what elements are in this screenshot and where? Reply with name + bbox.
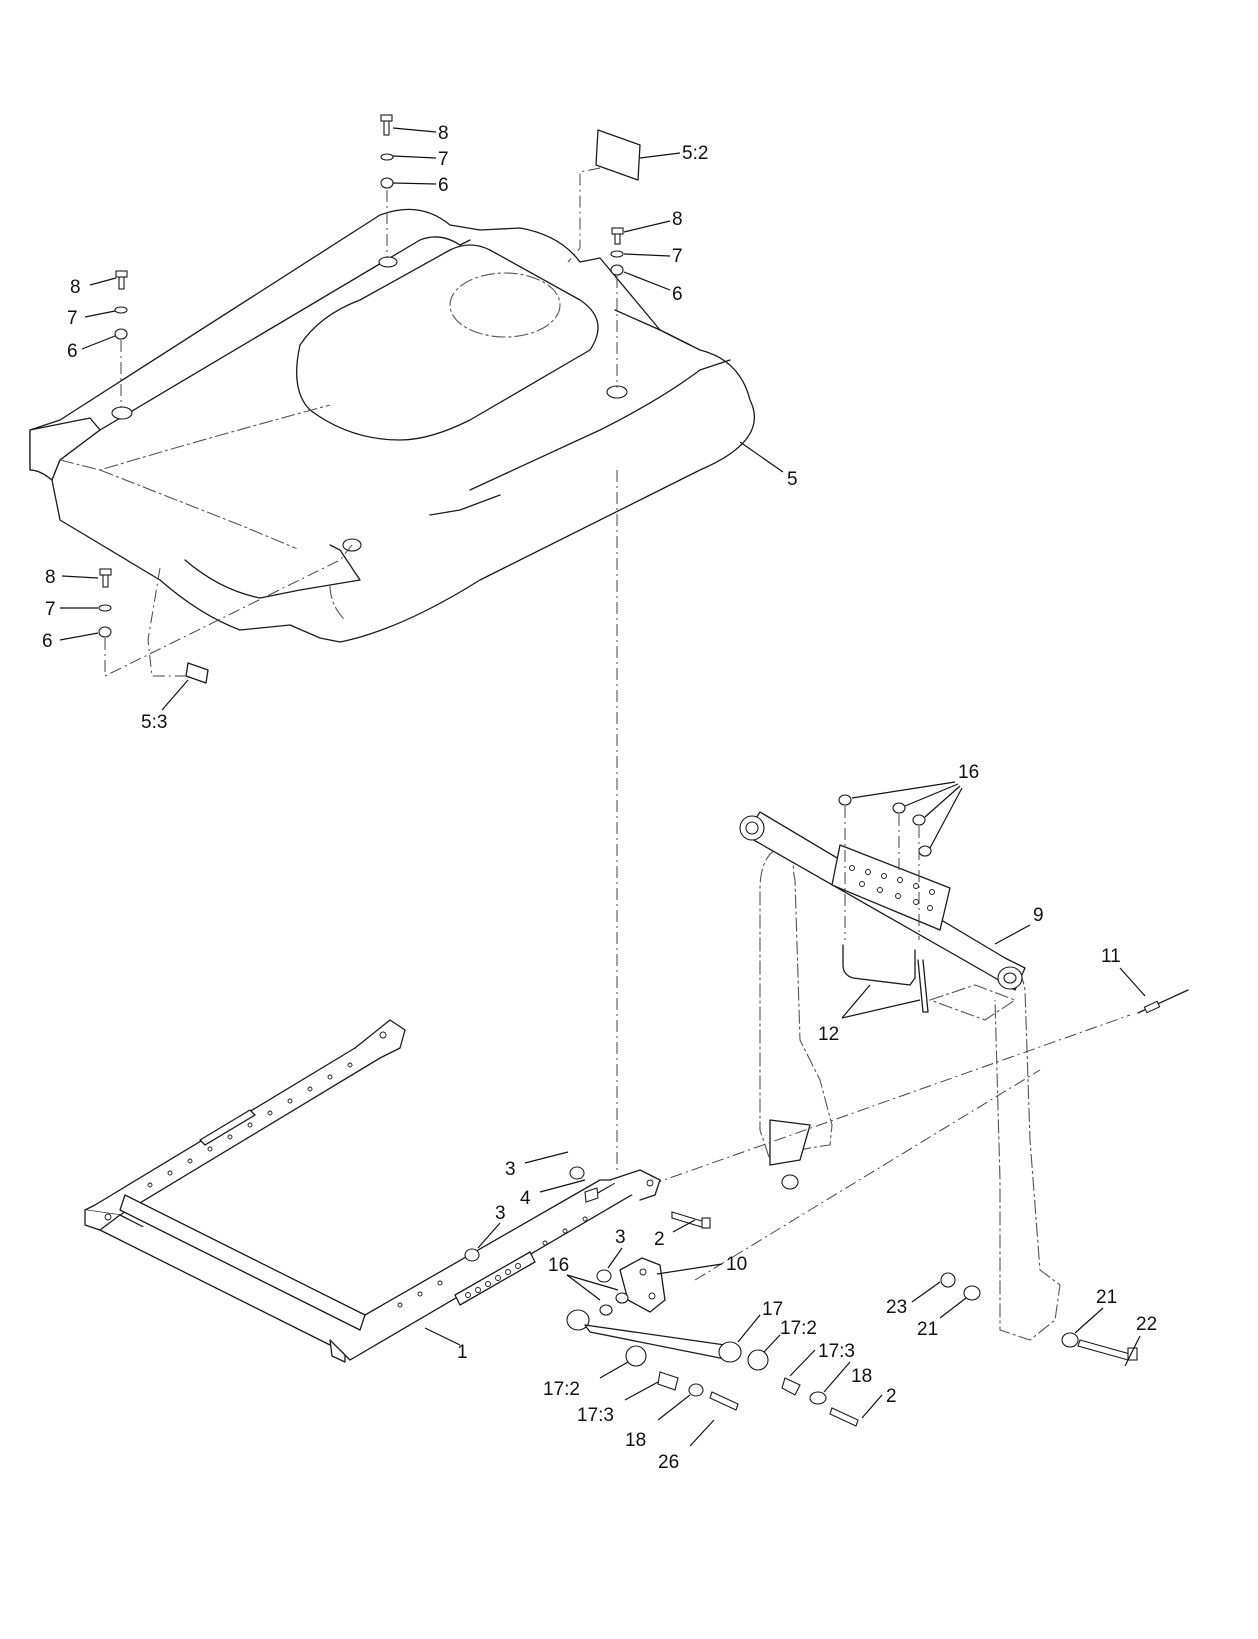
callout-label: 6 (67, 341, 78, 362)
callout-label: 11 (1101, 946, 1121, 967)
callout-label: 18 (851, 1366, 872, 1387)
roll-bar-assembly (739, 811, 1061, 1341)
callout-label: 6 (42, 631, 53, 652)
callout-label: 17 (762, 1299, 783, 1320)
callout-label: 7 (67, 308, 78, 329)
seat-frame-1 (84, 1019, 661, 1363)
bracket-10 (599, 1257, 666, 1316)
fastener-stack-lower (98, 544, 353, 677)
callout-label: 5 (787, 469, 798, 490)
callout-label: 21 (917, 1319, 938, 1340)
callout-label: 12 (818, 1024, 839, 1045)
callout-label: 7 (45, 599, 56, 620)
fastener-stack-top (380, 114, 394, 258)
callout-label: 16 (958, 762, 979, 783)
u-bolt-12 (842, 944, 929, 1013)
callout-label: 6 (672, 284, 683, 305)
fastener-stack-left (114, 270, 128, 408)
fastener-stack-right (610, 227, 624, 388)
callouts: 8 7 6 5:2 8 7 6 8 7 6 5 8 7 6 5:3 16 (42, 123, 1157, 1473)
callout-label: 2 (654, 1229, 665, 1250)
callout-label: 22 (1136, 1314, 1157, 1335)
decal-5-3 (147, 567, 209, 684)
nuts-16-top (838, 794, 932, 940)
callout-label: 17:2 (543, 1379, 580, 1400)
callout-label: 8 (45, 567, 56, 588)
callout-label: 5:3 (141, 712, 167, 733)
callout-label: 9 (1033, 905, 1044, 926)
callout-label: 17:3 (577, 1405, 614, 1426)
callout-label: 8 (438, 123, 449, 144)
plate-ghost (928, 984, 1017, 1021)
pin-11 (1137, 989, 1189, 1014)
callout-label: 18 (625, 1430, 646, 1451)
callout-label: 10 (726, 1254, 747, 1275)
callout-label: 1 (457, 1342, 468, 1363)
callout-label: 8 (70, 277, 81, 298)
callout-label: 7 (438, 149, 449, 170)
callout-label: 2 (886, 1386, 897, 1407)
alignment-line-pin (649, 1014, 1131, 1186)
callout-label: 21 (1096, 1287, 1117, 1308)
callout-label: 16 (548, 1255, 569, 1276)
callout-label: 17:3 (818, 1341, 855, 1362)
callout-label: 3 (505, 1159, 516, 1180)
callout-label: 17:2 (780, 1318, 817, 1339)
frame-hardware (464, 1166, 711, 1283)
callout-label: 8 (672, 209, 683, 230)
callout-label: 3 (495, 1203, 506, 1224)
decal-5-2 (567, 129, 641, 263)
callout-label: 6 (438, 175, 449, 196)
hood-cover (29, 208, 755, 643)
callout-label: 4 (520, 1188, 531, 1209)
callout-label: 26 (658, 1452, 679, 1473)
callout-label: 5:2 (682, 143, 708, 164)
callout-label: 23 (886, 1297, 907, 1318)
alignment-line-lower (694, 1069, 1041, 1281)
callout-label: 7 (672, 246, 683, 267)
link-17-assembly (566, 1272, 1138, 1427)
callout-label: 3 (615, 1227, 626, 1248)
